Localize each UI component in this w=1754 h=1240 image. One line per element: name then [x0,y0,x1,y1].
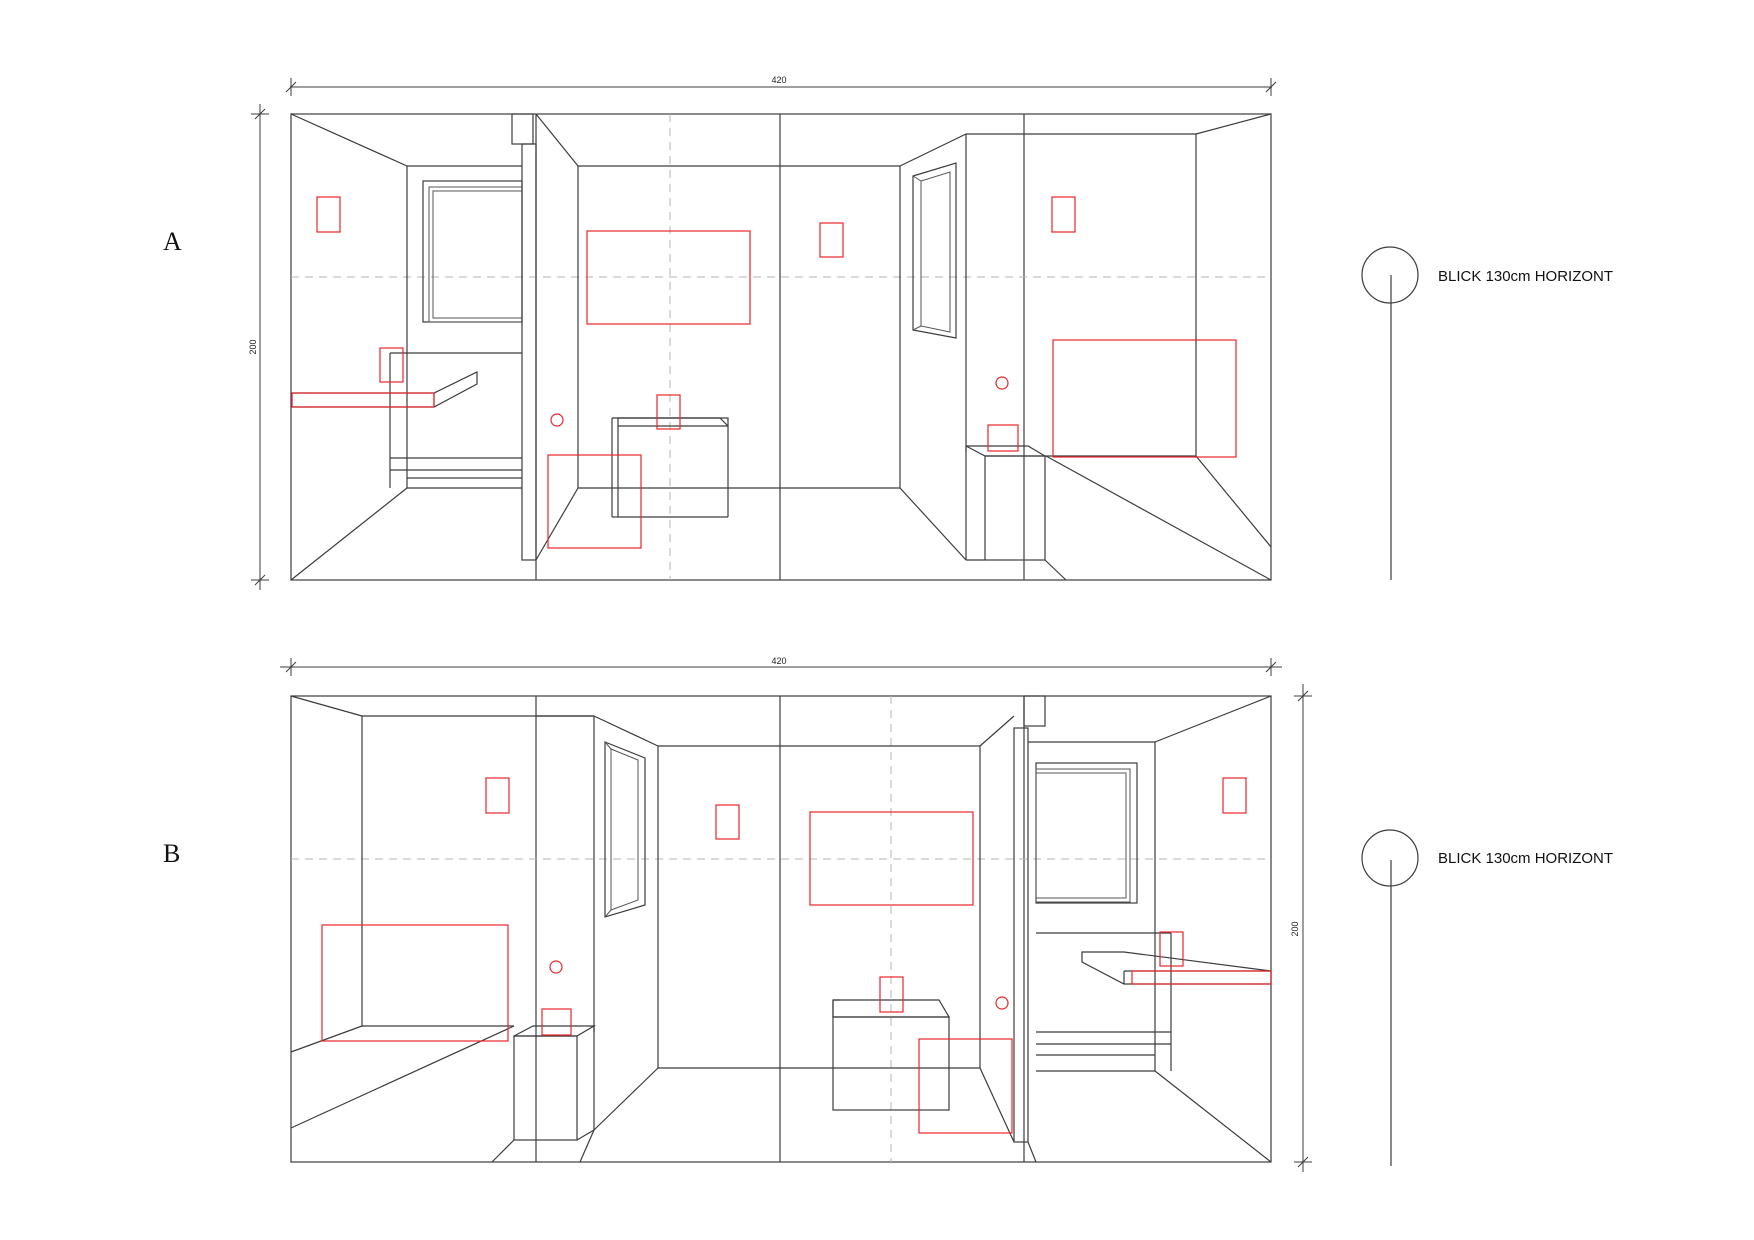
artwork-marker [1052,339,1237,458]
artwork-marker [656,394,681,430]
artwork-marker [1051,196,1076,233]
artwork-marker [819,222,844,258]
dimension-width-a: 420 [285,75,1277,96]
view-label-a: A [163,227,182,256]
artwork-marker [586,230,751,325]
legend-text: BLICK 130cm HORIZONT [1438,850,1613,867]
panel-b1 [290,695,597,1163]
dimension-height-b: 200 [1290,684,1312,1172]
artwork-marker [1222,777,1247,814]
shelf-marker [1131,970,1272,985]
view-label-b: B [163,839,180,868]
artwork-marker [918,1038,1013,1134]
legend-b: BLICK 130cm HORIZONT [1361,829,1613,1166]
view-a: 420 200 A [163,75,1613,590]
artwork-marker [879,976,904,1013]
panel-b3 [979,695,1272,1163]
height-dimension-label: 200 [248,339,258,354]
markers-b [321,777,1272,1134]
spot-marker [550,413,564,427]
dimension-height-a: 200 [248,104,269,590]
view-b: 420 200 B [163,656,1613,1172]
shelf-marker [291,392,435,408]
eye-level-icon [1361,246,1419,304]
panel-b2 [579,715,980,1163]
panel-a2 [577,165,900,518]
panel-frame-b [290,695,1272,1163]
markers-a [291,196,1237,549]
panel-a1 [290,113,579,581]
dimension-width-b: 420 [280,656,1282,676]
width-dimension-label: 420 [771,75,786,85]
legend-text: BLICK 130cm HORIZONT [1438,268,1613,285]
panel-a3 [899,113,1272,581]
legend-a: BLICK 130cm HORIZONT [1361,246,1613,580]
width-dimension-label: 420 [771,656,786,666]
artwork-marker [987,424,1019,452]
artwork-marker [541,1008,572,1036]
artwork-marker [547,454,642,549]
artwork-marker [316,196,341,233]
artwork-marker [1159,931,1184,967]
artwork-marker [809,811,974,906]
panel-frame-a [290,113,1272,581]
spot-marker [549,960,563,974]
eye-level-icon [1361,829,1419,887]
spot-marker [995,996,1009,1010]
artwork-marker [485,777,510,814]
spot-marker [995,376,1009,390]
artwork-marker [715,804,740,840]
artwork-marker [321,924,509,1042]
artwork-marker [379,347,404,383]
height-dimension-label: 200 [1290,921,1300,936]
